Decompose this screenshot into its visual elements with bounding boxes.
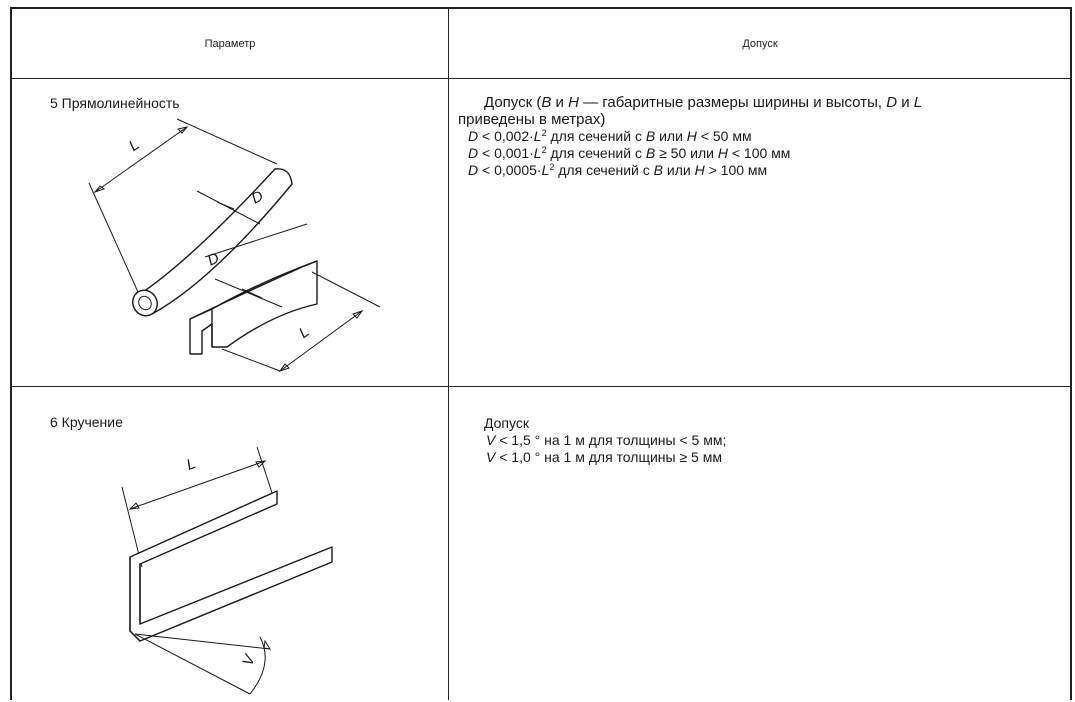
header-tolerance: Допуск	[742, 37, 778, 50]
straightness-tolerance-item: D < 0,002·L2 для сечений с B или H < 50 …	[468, 128, 752, 144]
twist-tolerance-item: V < 1,5 ° на 1 м для толщины < 5 мм;	[486, 432, 727, 448]
straightness-tube-figure	[88, 118, 293, 317]
header-divider	[12, 78, 1070, 79]
twist-tolerance-item: V < 1,0 ° на 1 м для толщины ≥ 5 мм	[486, 449, 722, 465]
straightness-intro-line2: приведены в метрах)	[458, 111, 606, 128]
straightness-tolerance-item: D < 0,001·L2 для сечений с B ≥ 50 или H …	[468, 145, 791, 161]
row-divider	[12, 386, 1070, 387]
twist-intro: Допуск	[484, 415, 529, 431]
straightness-tolerance-text: Допуск (B и H — габаритные размеры ширин…	[458, 94, 922, 179]
straightness-intro: Допуск (B и H — габаритные размеры ширин…	[484, 94, 923, 111]
row-twist-title: 6 Кручение	[50, 414, 123, 430]
straightness-tolerance-item: D < 0,0005·L2 для сечений с B или H > 10…	[468, 162, 768, 178]
row-straightness-title: 5 Прямолинейность	[50, 95, 180, 111]
twist-angle-figure	[121, 446, 333, 695]
tolerance-table: Параметр Допуск 5 Прямолинейность L D	[10, 7, 1072, 700]
header-parameter: Параметр	[204, 37, 256, 50]
twist-tolerance-text: Допуск V < 1,5 ° на 1 м для толщины < 5 …	[484, 415, 726, 466]
straightness-channel-figure	[189, 223, 381, 372]
column-divider	[448, 9, 449, 700]
